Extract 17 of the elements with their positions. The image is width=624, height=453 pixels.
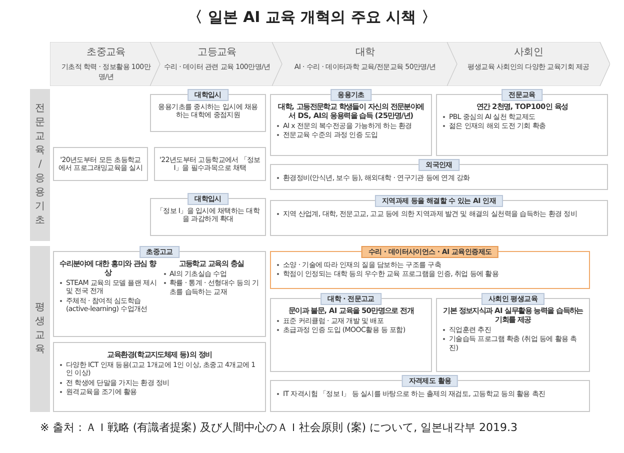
stage-heading: 고등교육 <box>196 46 238 59</box>
stage-heading: 대학 <box>354 46 376 59</box>
policy-box <box>53 342 266 412</box>
stage-heading: 사회인 <box>512 46 544 59</box>
stage-header <box>150 42 284 86</box>
stage-header <box>272 42 458 86</box>
policy-box <box>154 147 266 181</box>
diagram-title: 〈 일본 AI 교육 개혁의 주요 시책 〉 <box>186 8 438 27</box>
stage-header <box>50 42 162 86</box>
source-note: ※ 출처 : ＡＩ戦略 (有識者提案) 及び人間中心のＡＩ社会原則 (案) について, 일본내각부 2019.3 <box>40 420 518 435</box>
row-label: 평생교육 <box>34 301 46 357</box>
row-label: 전문교육 / 응용기초 <box>34 102 46 228</box>
row-band <box>30 246 50 412</box>
policy-box <box>53 147 148 181</box>
row-band <box>30 89 50 241</box>
stage-header <box>447 42 610 86</box>
stage-heading: 초중교육 <box>86 46 126 59</box>
